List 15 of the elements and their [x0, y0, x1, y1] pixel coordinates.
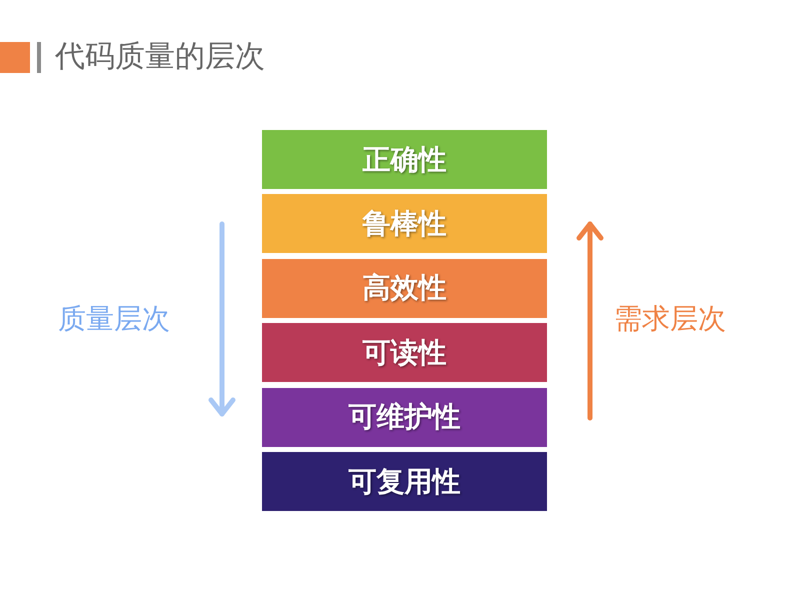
- axis-caption: 需求层次: [614, 301, 726, 337]
- level-label: 可复用性: [348, 464, 460, 500]
- level-label: 鲁棒性: [362, 206, 446, 242]
- level-box: [262, 388, 547, 447]
- level-box: [262, 323, 547, 382]
- level-label: 可读性: [362, 334, 446, 371]
- level-label: 正确性: [362, 142, 446, 178]
- level-label: 高效性: [362, 270, 446, 306]
- level-box: [262, 130, 547, 189]
- level-box: [262, 258, 547, 318]
- level-box: [262, 452, 547, 511]
- level-box: [262, 194, 547, 254]
- title: 代码质量的层次: [55, 38, 265, 76]
- axis-caption: 质量层次: [58, 301, 170, 337]
- level-label: 可维护性: [348, 399, 460, 436]
